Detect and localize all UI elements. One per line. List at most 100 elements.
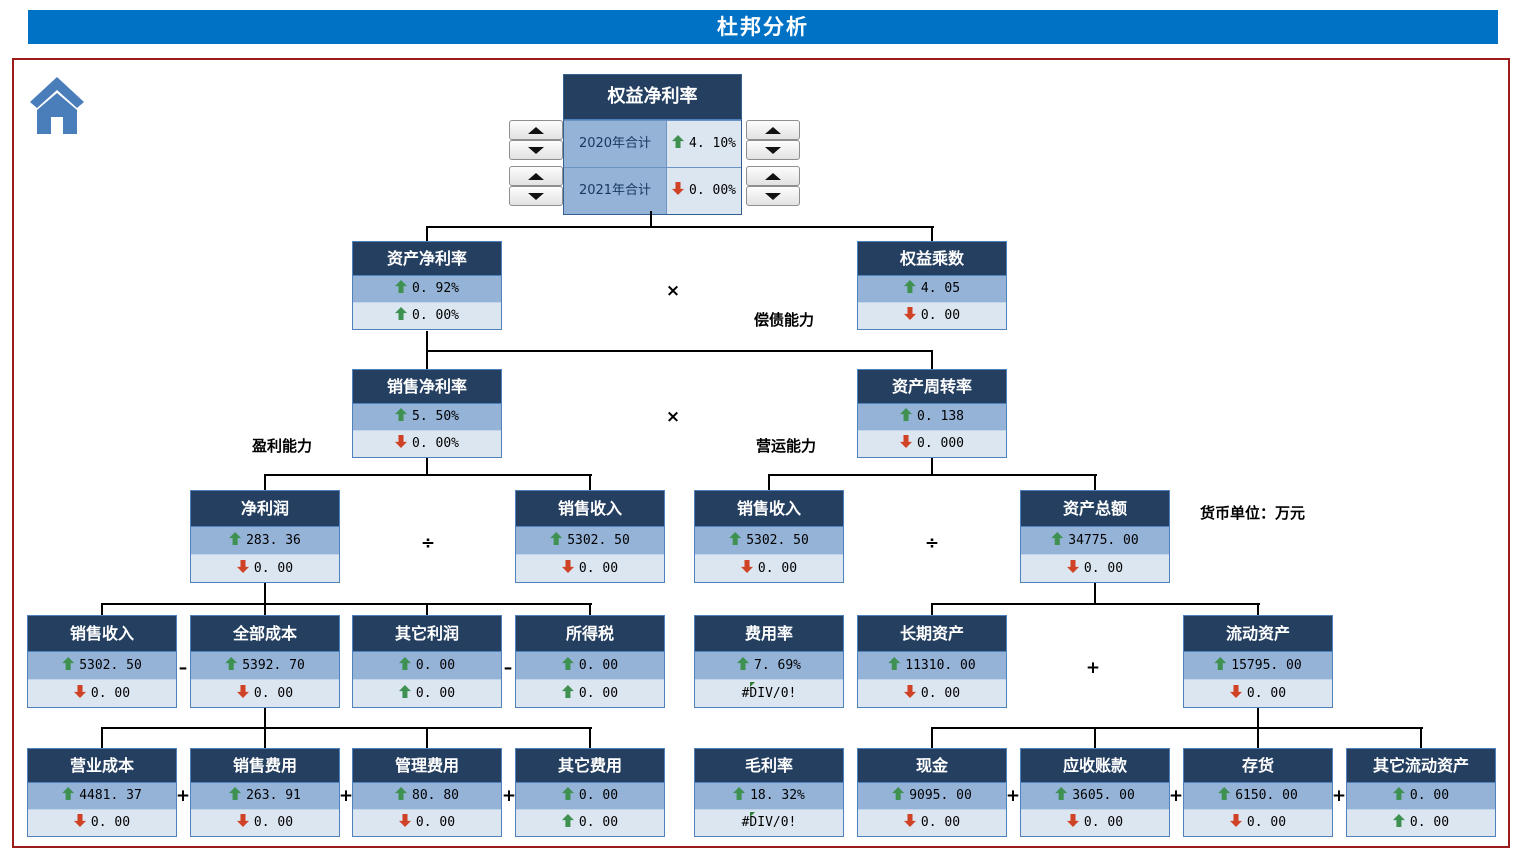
node-title: 其它利润 bbox=[353, 616, 501, 652]
node-value-row: 0. 00 bbox=[28, 810, 176, 836]
profitability-label: 盈利能力 bbox=[252, 437, 313, 455]
connector bbox=[1257, 707, 1259, 727]
trend-arrow-icon bbox=[225, 657, 238, 670]
node-title: 存货 bbox=[1184, 749, 1332, 783]
spin-up-icon bbox=[765, 126, 781, 134]
connector bbox=[931, 727, 1423, 729]
spin-down-button[interactable] bbox=[746, 140, 800, 160]
home-button[interactable] bbox=[30, 76, 84, 134]
connector bbox=[1257, 727, 1259, 748]
trend-arrow-icon bbox=[74, 814, 86, 827]
trend-arrow-icon bbox=[237, 685, 249, 698]
node-value: 0. 00 bbox=[920, 686, 961, 701]
operating-label: 营运能力 bbox=[756, 437, 817, 455]
node-value: 15795. 00 bbox=[1231, 658, 1302, 673]
trend-arrow-icon bbox=[398, 685, 411, 698]
connector bbox=[1094, 727, 1096, 748]
node-title: 权益乘数 bbox=[858, 242, 1006, 276]
node-value: 4. 05 bbox=[920, 281, 961, 296]
divide-operator: ÷ bbox=[420, 533, 436, 553]
connector bbox=[426, 457, 428, 474]
node-title: 资产总额 bbox=[1021, 491, 1169, 527]
node-title: 应收账款 bbox=[1021, 749, 1169, 783]
node-value: 0. 00 bbox=[578, 788, 619, 803]
minus-operator: – bbox=[503, 658, 513, 678]
node-value: 263. 91 bbox=[246, 788, 301, 803]
connector bbox=[264, 474, 266, 490]
spin-down-button[interactable] bbox=[509, 140, 563, 160]
spin-down-icon bbox=[528, 146, 544, 154]
trend-arrow-icon bbox=[562, 560, 574, 573]
node-long-term-assets: 长期资产 11310. 00 0. 00 bbox=[857, 615, 1007, 708]
node-title: 全部成本 bbox=[191, 616, 339, 652]
node-cash: 现金 9095. 00 0. 00 bbox=[857, 748, 1007, 837]
node-value: 7. 69% bbox=[754, 658, 801, 673]
trend-arrow-icon bbox=[237, 560, 249, 573]
plus-operator: + bbox=[501, 786, 517, 806]
trend-arrow-icon bbox=[395, 280, 408, 293]
spin-down-icon bbox=[765, 192, 781, 200]
spin-up-button[interactable] bbox=[746, 120, 800, 140]
trend-arrow-icon bbox=[229, 787, 242, 800]
spin-up-button[interactable] bbox=[746, 166, 800, 186]
node-value: #DIV/0! bbox=[741, 686, 797, 701]
node-value: 0. 00 bbox=[90, 686, 131, 701]
node-current-assets: 流动资产 15795. 00 0. 00 bbox=[1183, 615, 1333, 708]
node-value-row: 0. 00 bbox=[858, 810, 1006, 836]
trend-arrow-icon bbox=[1218, 787, 1231, 800]
node-value-row: 34775. 00 bbox=[1021, 527, 1169, 555]
node-value: 34775. 00 bbox=[1068, 533, 1139, 548]
connector bbox=[931, 350, 933, 369]
node-value-row: 263. 91 bbox=[191, 783, 339, 810]
node-value-row: 0. 00 bbox=[516, 810, 664, 836]
connector bbox=[426, 350, 933, 352]
node-value-row: 0. 00 bbox=[1184, 810, 1332, 836]
node-value: 0. 00 bbox=[578, 686, 619, 701]
node-title: 销售收入 bbox=[28, 616, 176, 652]
node-value: 0. 00 bbox=[415, 815, 456, 830]
node-value-row: 0. 00 bbox=[516, 652, 664, 680]
node-roa: 资产净利率 0. 92% 0. 00% bbox=[352, 241, 502, 330]
node-value: 0. 00 bbox=[1083, 815, 1124, 830]
connector bbox=[589, 603, 591, 615]
node-value: 0. 00 bbox=[1409, 788, 1450, 803]
node-title: 销售净利率 bbox=[353, 370, 501, 404]
connector bbox=[931, 603, 1260, 605]
connector bbox=[1094, 474, 1096, 490]
plus-operator: + bbox=[1331, 786, 1347, 806]
node-value: 0. 00% bbox=[412, 308, 459, 323]
spin-down-button[interactable] bbox=[509, 186, 563, 206]
node-value-row: 0. 00 bbox=[191, 555, 339, 582]
node-value: 0. 00 bbox=[253, 686, 294, 701]
node-value-row: 5302. 50 bbox=[28, 652, 176, 680]
node-value-row: 0. 00 bbox=[353, 652, 501, 680]
node-sales-revenue: 销售收入 5302. 50 0. 00 bbox=[27, 615, 177, 708]
node-title: 毛利率 bbox=[695, 749, 843, 783]
node-expense-ratio: 费用率 7. 69% #DIV/0! bbox=[694, 615, 844, 708]
node-net-profit-margin: 销售净利率 5. 50% 0. 00% bbox=[352, 369, 502, 458]
trend-arrow-icon bbox=[900, 435, 912, 448]
node-title: 权益净利率 bbox=[564, 75, 741, 120]
connector bbox=[426, 226, 428, 241]
node-title: 资产净利率 bbox=[353, 242, 501, 276]
node-value: 0. 00 bbox=[757, 561, 798, 576]
trend-arrow-icon bbox=[904, 814, 916, 827]
spin-down-button[interactable] bbox=[746, 186, 800, 206]
spin-up-button[interactable] bbox=[509, 120, 563, 140]
trend-arrow-icon bbox=[550, 532, 563, 545]
node-value: 0. 00 bbox=[920, 815, 961, 830]
trend-arrow-icon bbox=[904, 307, 916, 320]
node-value: 11310. 00 bbox=[905, 658, 976, 673]
spin-up-icon bbox=[528, 126, 544, 134]
node-title: 费用率 bbox=[695, 616, 843, 652]
spin-down-icon bbox=[765, 146, 781, 154]
spin-up-button[interactable] bbox=[509, 166, 563, 186]
node-value: 5. 50% bbox=[412, 409, 459, 424]
node-value: 9095. 00 bbox=[909, 788, 972, 803]
node-net-profit: 净利润 283. 36 0. 00 bbox=[190, 490, 340, 583]
plus-operator: + bbox=[1168, 786, 1184, 806]
node-value-row: 0. 00 bbox=[516, 555, 664, 582]
connector bbox=[589, 727, 591, 748]
node-value: 3605. 00 bbox=[1072, 788, 1135, 803]
